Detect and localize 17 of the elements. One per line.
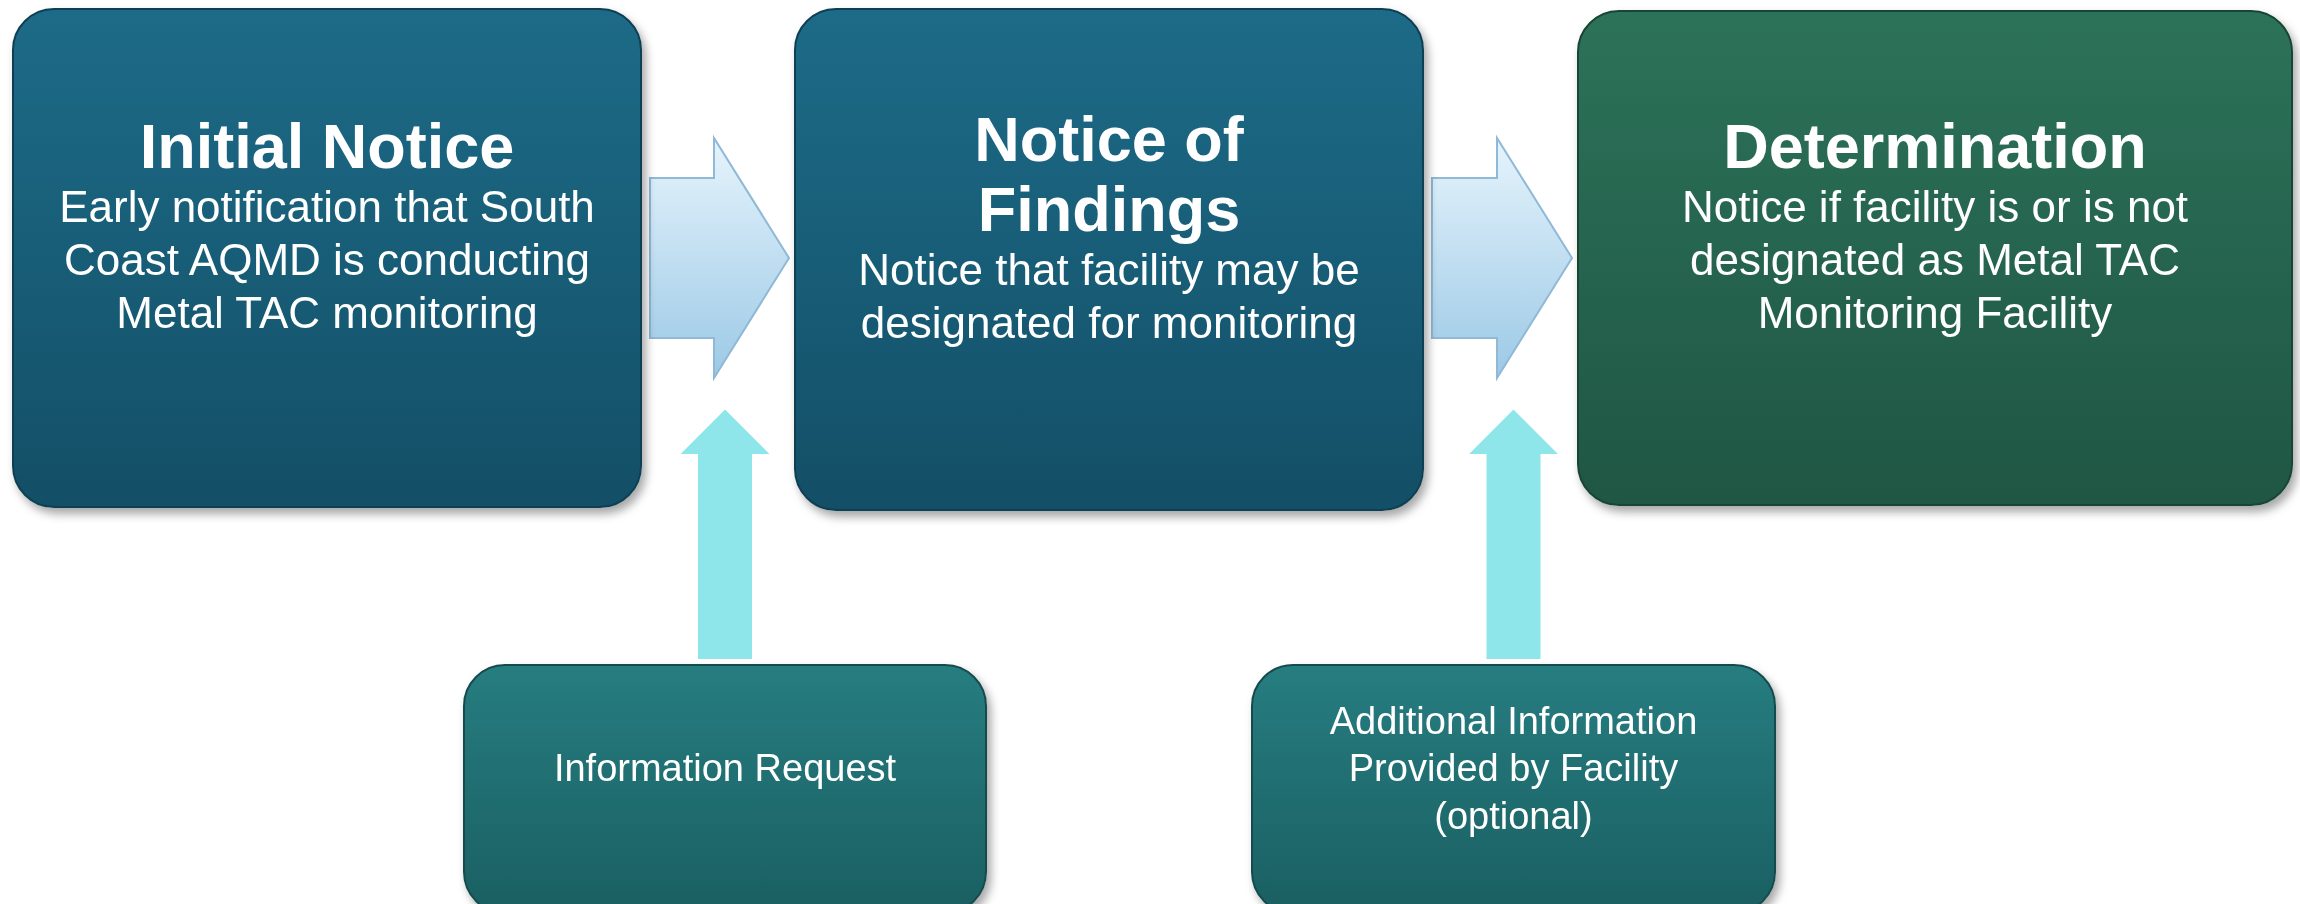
block-arrow: [1431, 134, 1574, 382]
input-box: [463, 664, 987, 904]
step-box: [1577, 10, 2293, 506]
step-description: Early notification that South Coast AQMD is conducting Metal TAC monitoring: [58, 181, 596, 340]
step-box: [12, 8, 642, 508]
step-description: Information Request: [553, 746, 897, 792]
block-arrow: [649, 134, 791, 382]
step-description: Additional Information Provided by Facility (optional): [1328, 698, 1699, 839]
step-description: Notice if facility is or is not designated as Metal TAC Monitoring Facility: [1680, 181, 2190, 340]
block-arrow: [680, 409, 770, 659]
step-title: Initial Notice: [138, 112, 516, 182]
step-title: Determination: [1722, 112, 2148, 182]
block-arrow: [1469, 409, 1558, 659]
input-box: [1251, 664, 1776, 904]
step-description: Notice that facility may be designated for monitoring: [857, 244, 1361, 349]
step-title: Notice of Findings: [973, 105, 1245, 244]
step-box: [794, 8, 1424, 511]
